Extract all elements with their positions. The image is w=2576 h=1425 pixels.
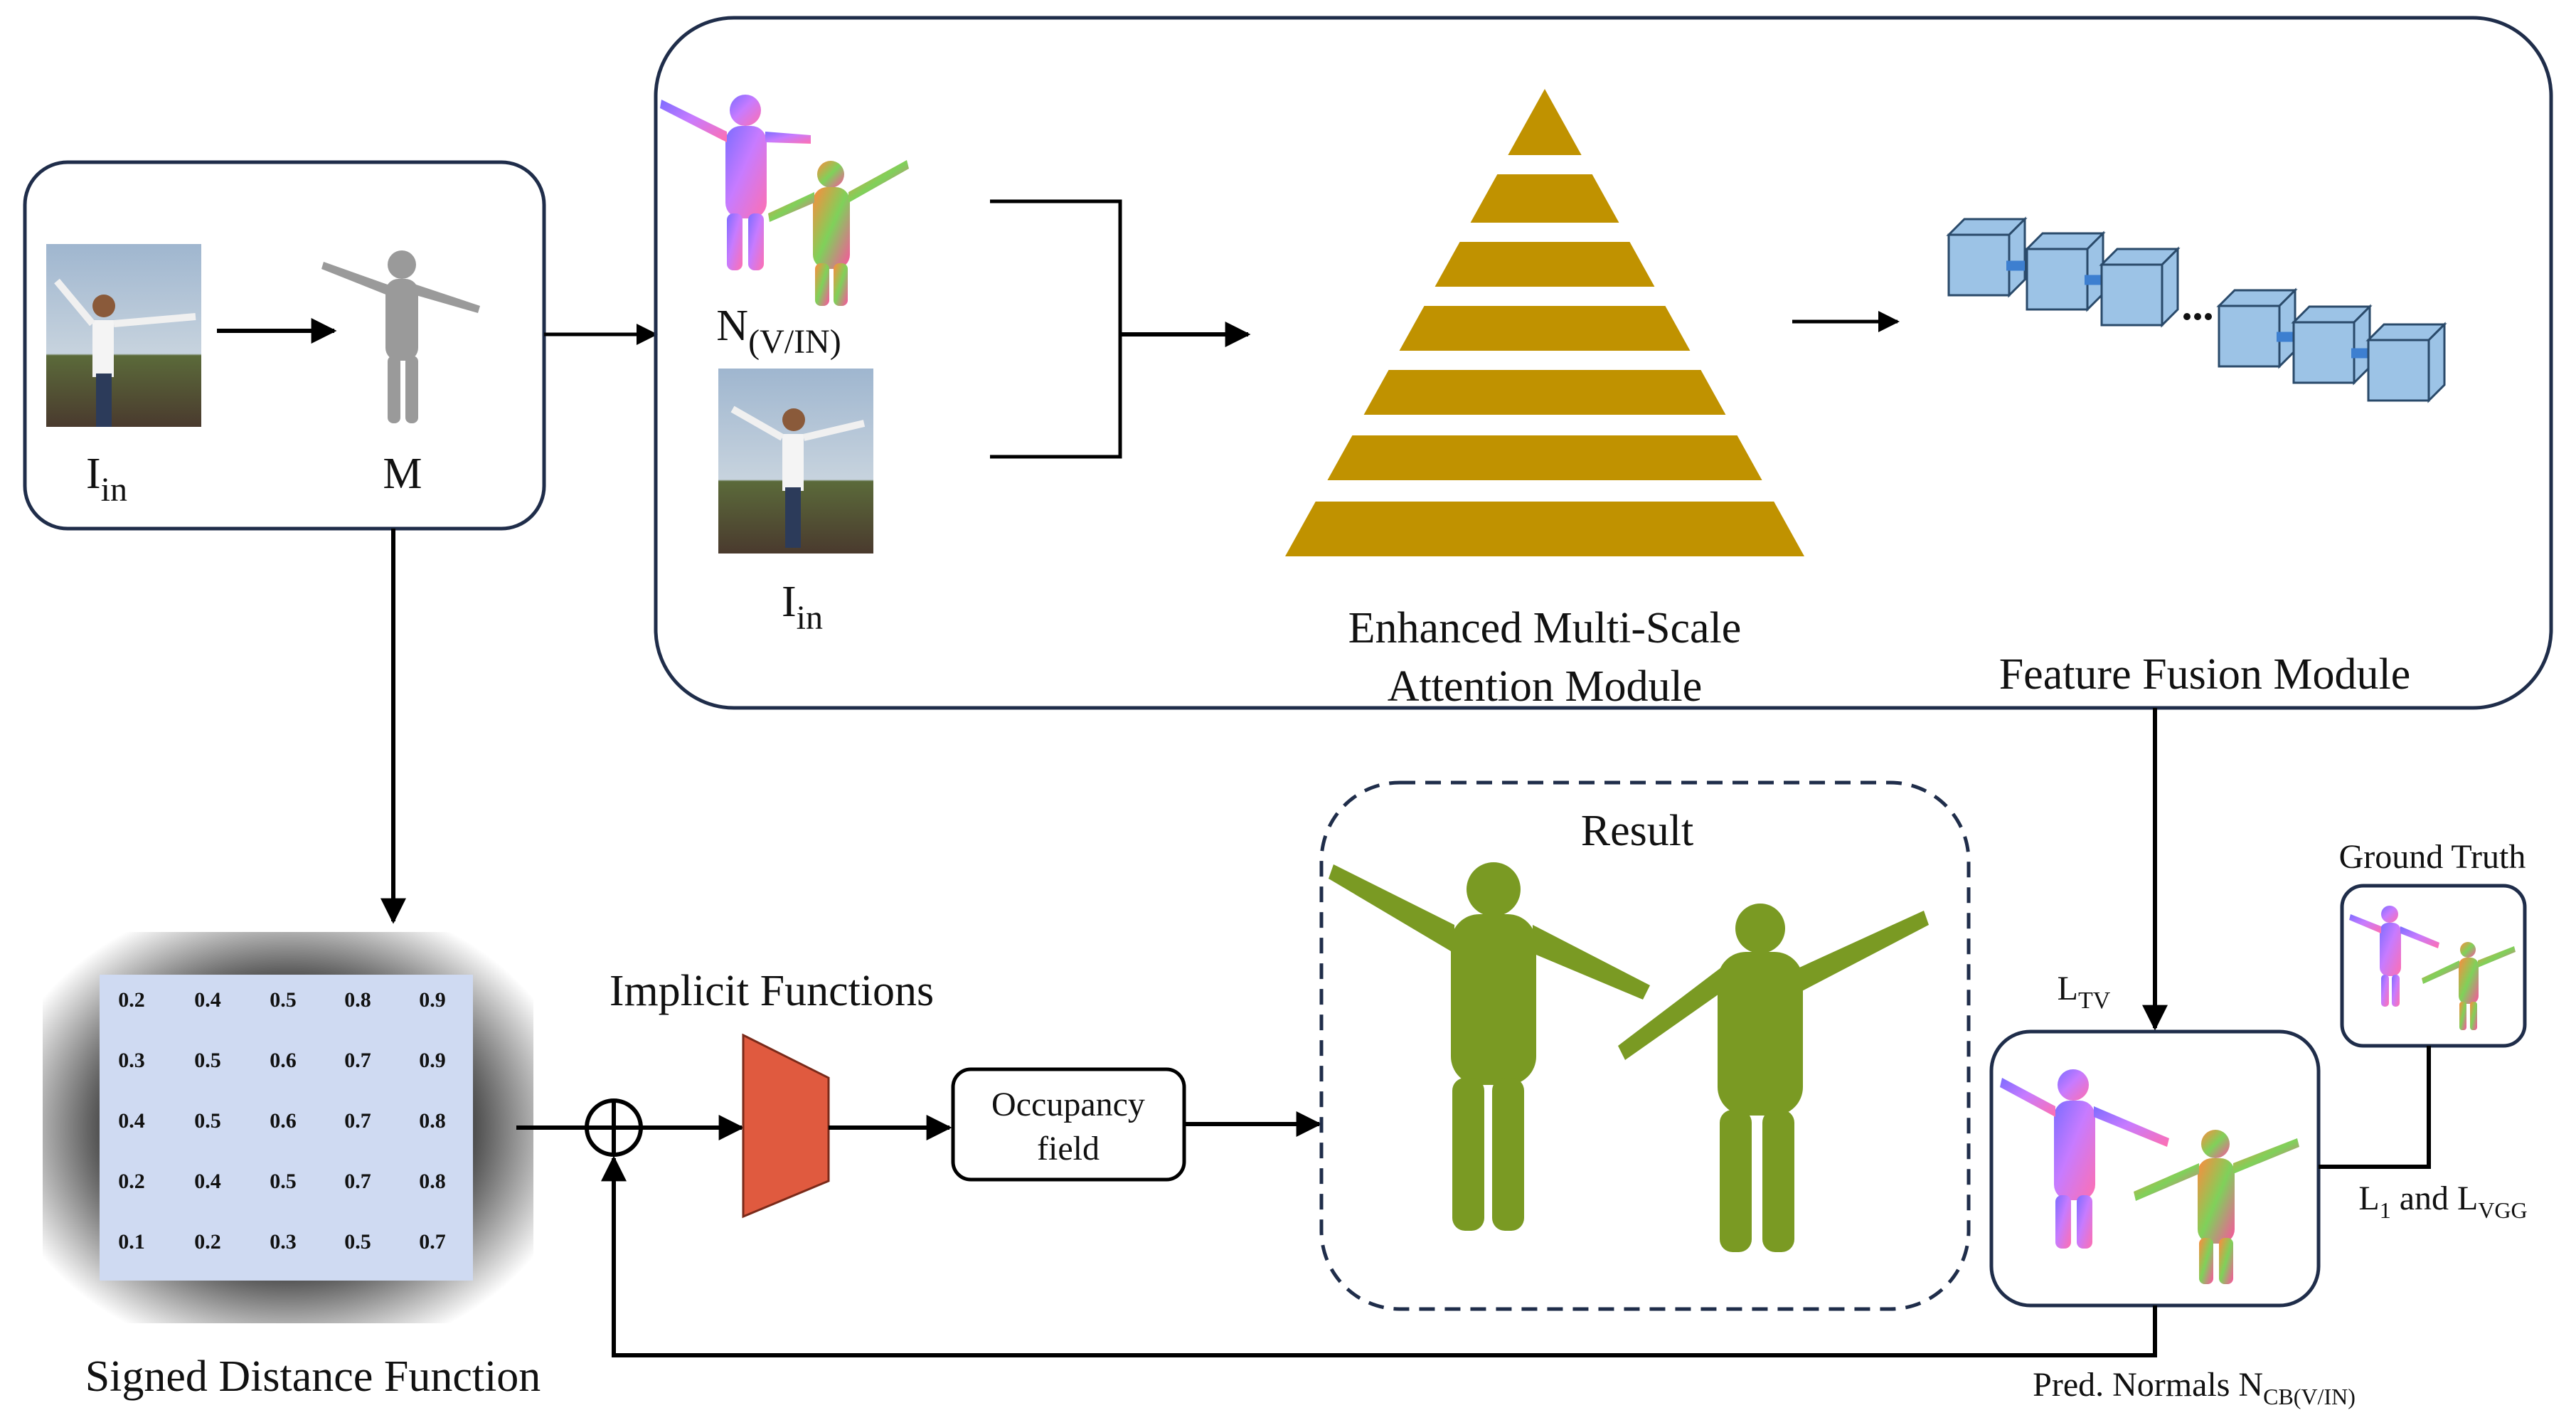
fusion-connector-5 (2351, 348, 2370, 359)
left-input-label: Iin (86, 450, 127, 509)
sdf-cell-r4-c5: 0.8 (419, 1170, 446, 1193)
implicit-function-trapezoid (742, 1033, 830, 1219)
top-input-photo-thumbnail (718, 369, 873, 553)
left-module-box (23, 160, 546, 531)
sdf-cell-r5-c5: 0.7 (419, 1230, 446, 1254)
result-label: Result (1581, 807, 1693, 855)
sdf-cell-r3-c2: 0.5 (194, 1109, 221, 1133)
fusion-cube-5 (2291, 304, 2373, 386)
ellipsis-dot-2 (2194, 313, 2201, 320)
result-mesh-front (1329, 862, 1650, 1231)
sdf-cell-r1-c3: 0.5 (270, 988, 297, 1012)
sdf-cell-r4-c4: 0.7 (344, 1170, 371, 1193)
top-module-box (654, 16, 2553, 710)
sdf-cell-r2-c5: 0.9 (419, 1049, 446, 1072)
ellipsis-dot-1 (2183, 313, 2191, 320)
sdf-cell-r4-c3: 0.5 (270, 1170, 297, 1193)
sdf-cell-r3-c3: 0.6 (270, 1109, 297, 1133)
fusion-connector-2 (2085, 275, 2103, 285)
sdf-cell-r2-c4: 0.7 (344, 1049, 371, 1072)
fusion-cube-2 (2024, 231, 2106, 312)
normal-map-figures (660, 95, 909, 306)
fusion-cube-3 (2099, 246, 2181, 328)
normals-label: N(V/IN) (716, 302, 841, 361)
sdf-cell-r3-c4: 0.7 (344, 1109, 371, 1133)
sdf-value-grid: 0.2 0.4 0.5 0.8 0.9 0.3 0.5 0.6 0.7 0.9 0.4 0.5 0.6 0… (118, 988, 446, 1254)
pyramid-band-7 (1285, 502, 1804, 556)
pyramid-band-3 (1435, 242, 1655, 287)
sdf-cell-r3-c1: 0.4 (118, 1109, 145, 1133)
implicit-label: Implicit Functions (610, 967, 934, 1015)
pyramid-band-1 (1508, 89, 1582, 155)
top-input-label: Iin (782, 578, 823, 637)
pyramid-band-5 (1363, 370, 1726, 415)
merge-bracket (990, 199, 1122, 459)
feature-fusion-cubes (1946, 216, 2447, 403)
occupancy-line1: Occupancy (991, 1086, 1145, 1123)
sdf-cell-r5-c4: 0.5 (344, 1230, 371, 1254)
sdf-cell-r1-c2: 0.4 (194, 988, 221, 1012)
attention-pyramid (1285, 89, 1804, 556)
pyramid-band-4 (1399, 306, 1691, 351)
sdf-cell-r3-c5: 0.8 (419, 1109, 446, 1133)
ground-truth-label: Ground Truth (2339, 838, 2526, 876)
input-photo-thumbnail (46, 244, 201, 427)
fusion-cube-1 (1946, 216, 2028, 298)
pred-normals-label: Pred. Normals NCB(V/IN) (2033, 1366, 2356, 1409)
sdf-cell-r1-c5: 0.9 (419, 988, 446, 1012)
sdf-cell-r2-c3: 0.6 (270, 1049, 297, 1072)
sdf-cell-r2-c1: 0.3 (118, 1049, 145, 1072)
ground-truth-box (2340, 884, 2527, 1048)
fusion-cube-4 (2216, 287, 2298, 369)
pyramid-band-6 (1327, 435, 1762, 480)
l1-vgg-loss-label: L1 and LVGG (2358, 1180, 2527, 1223)
sdf-cell-r1-c1: 0.2 (118, 988, 145, 1012)
predicted-normals-figures (2000, 1069, 2299, 1284)
sdf-cell-r1-c4: 0.8 (344, 988, 371, 1012)
result-box (1319, 780, 1971, 1311)
sdf-cell-r4-c2: 0.4 (194, 1170, 221, 1193)
mesh-label: M (383, 450, 422, 498)
sdf-cell-r5-c3: 0.3 (270, 1230, 297, 1254)
result-mesh-back (1618, 904, 1929, 1252)
pyramid-label-line1: Enhanced Multi-Scale (1348, 604, 1742, 652)
sdf-cell-r5-c2: 0.2 (194, 1230, 221, 1254)
fusion-label: Feature Fusion Module (1999, 650, 2411, 699)
sdf-cell-r2-c2: 0.5 (194, 1049, 221, 1072)
ellipsis-dot-3 (2205, 313, 2212, 320)
body-mesh-figure (321, 250, 480, 423)
fusion-connector-4 (2277, 332, 2295, 342)
pyramid-label-line2: Attention Module (1388, 662, 1703, 711)
fusion-cube-6 (2365, 322, 2447, 403)
predicted-normals-box (1989, 1029, 2321, 1308)
gt-to-pred-connector (2319, 1046, 2431, 1169)
sdf-cell-r5-c1: 0.1 (118, 1230, 145, 1254)
sum-node (585, 1098, 643, 1157)
sdf-grid-panel (100, 975, 473, 1281)
pyramid-band-2 (1470, 174, 1619, 223)
sdf-label: Signed Distance Function (85, 1352, 541, 1401)
ground-truth-figures (2349, 906, 2516, 1030)
occupancy-line2: field (1037, 1130, 1100, 1167)
tv-loss-label: LTV (2058, 970, 2111, 1014)
fusion-connector-1 (2006, 260, 2025, 271)
sdf-cell-r4-c1: 0.2 (118, 1170, 145, 1193)
feedback-loop-arrow (601, 1155, 2157, 1357)
